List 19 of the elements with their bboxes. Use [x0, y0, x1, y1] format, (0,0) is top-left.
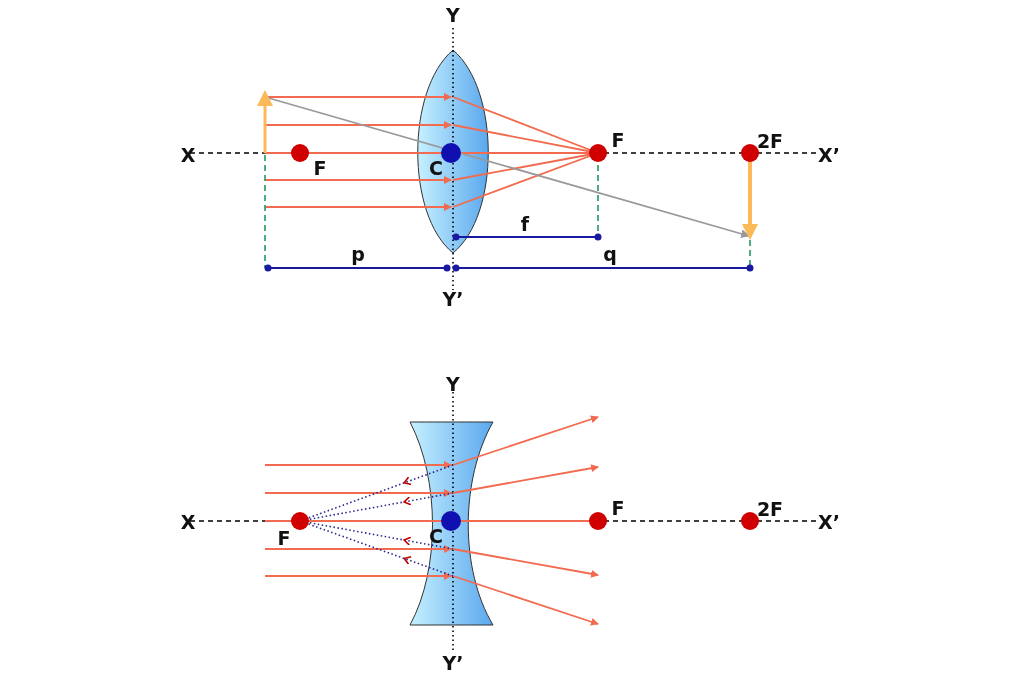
center-label: C	[429, 526, 443, 546]
distance-label: q	[603, 244, 617, 264]
focal-point-label: F	[277, 528, 291, 548]
axis-label: X	[180, 145, 196, 165]
axis-label: Y	[446, 374, 460, 394]
focal-point-label: F	[313, 158, 327, 178]
axis-label: X	[180, 512, 196, 532]
axis-label: Y’	[442, 289, 464, 309]
distance-label: f	[520, 214, 530, 234]
axis-label: X’	[818, 145, 840, 165]
focal-point-label: 2F	[756, 131, 784, 151]
axis-label: X’	[818, 512, 840, 532]
center-label: C	[429, 158, 443, 178]
focal-point-label: 2F	[756, 499, 784, 519]
axis-label: Y’	[442, 653, 464, 673]
axis-label: Y	[446, 5, 460, 25]
focal-point-label: F	[611, 130, 625, 150]
focal-point-label: F	[611, 498, 625, 518]
distance-label: p	[351, 244, 365, 264]
